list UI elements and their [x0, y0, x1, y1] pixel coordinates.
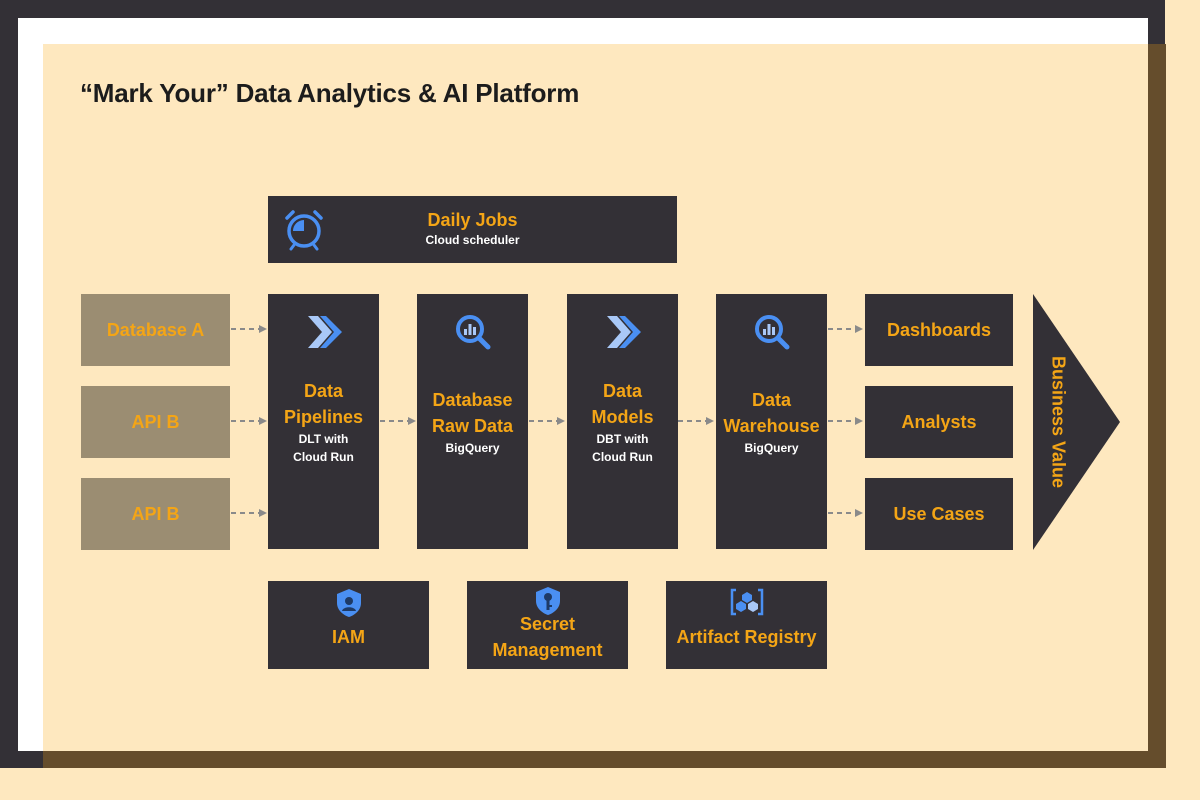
pipeline-chevron-icon	[606, 316, 641, 348]
stage-sub-line2: Cloud Run	[592, 450, 653, 464]
service-label-line2: Management	[492, 640, 603, 660]
stage-title-line2: Pipelines	[283, 407, 364, 427]
stage-title-line1: Data	[303, 381, 343, 401]
page-title: “Mark Your” Data Analytics & AI Platform	[80, 78, 580, 108]
stage-sub-line1: BigQuery	[744, 441, 799, 455]
secret-key-shield-icon	[535, 587, 560, 615]
bigquery-icon	[754, 315, 789, 350]
stage-sub-line2: Cloud Run	[293, 450, 354, 464]
stage-sub-line1: BigQuery	[445, 441, 500, 455]
stage-data-models: Data Models DBT with Cloud Run	[567, 294, 678, 549]
service-label: IAM	[332, 627, 365, 647]
daily-jobs-sub: Cloud scheduler	[425, 233, 520, 247]
output-dashboards: Dashboards	[865, 294, 1013, 366]
service-secret-management: Secret Management	[467, 581, 628, 669]
business-value-label: Business Value	[1048, 355, 1069, 489]
output-analysts: Analysts	[865, 386, 1013, 458]
stage-data-pipelines: Data Pipelines DLT with Cloud Run	[268, 294, 379, 549]
output-use-cases: Use Cases	[865, 478, 1013, 550]
source-database-a: Database A	[81, 294, 230, 366]
bigquery-icon	[455, 315, 490, 350]
pipeline-chevron-icon	[307, 316, 342, 348]
output-label: Dashboards	[886, 320, 992, 340]
output-label: Analysts	[901, 412, 977, 432]
source-label: API B	[131, 412, 180, 432]
service-artifact-registry: Artifact Registry	[666, 581, 827, 669]
source-api-b-2: API B	[81, 478, 230, 550]
stage-data-warehouse: Data Warehouse BigQuery	[716, 294, 827, 549]
stage-sub-line1: DLT with	[298, 432, 349, 446]
stage-database-raw-data: Database Raw Data BigQuery	[417, 294, 528, 549]
stage-title-line1: Data	[751, 390, 791, 410]
canvas-bottom	[43, 768, 1200, 800]
canvas-right	[1166, 0, 1200, 800]
source-label: Database A	[106, 320, 205, 340]
service-iam: IAM	[268, 581, 429, 669]
daily-jobs-label: Daily Jobs	[427, 210, 518, 230]
stage-title-line1: Database	[432, 390, 513, 410]
daily-jobs-box: Daily Jobs Cloud scheduler	[268, 196, 677, 263]
stage-title-line1: Data	[602, 381, 642, 401]
stage-title-line2: Warehouse	[723, 416, 820, 436]
artifact-registry-icon	[730, 588, 763, 616]
stage-title-line2: Models	[591, 407, 654, 427]
alarm-clock-icon	[285, 210, 323, 251]
stage-sub-line1: DBT with	[596, 432, 649, 446]
iam-shield-icon	[336, 589, 361, 617]
source-api-b: API B	[81, 386, 230, 458]
source-label: API B	[131, 504, 180, 524]
stage-title-line2: Raw Data	[431, 416, 514, 436]
service-label: Artifact Registry	[676, 627, 817, 647]
output-label: Use Cases	[893, 504, 985, 524]
business-value-arrow	[1033, 294, 1120, 550]
service-label-line1: Secret	[519, 614, 576, 634]
